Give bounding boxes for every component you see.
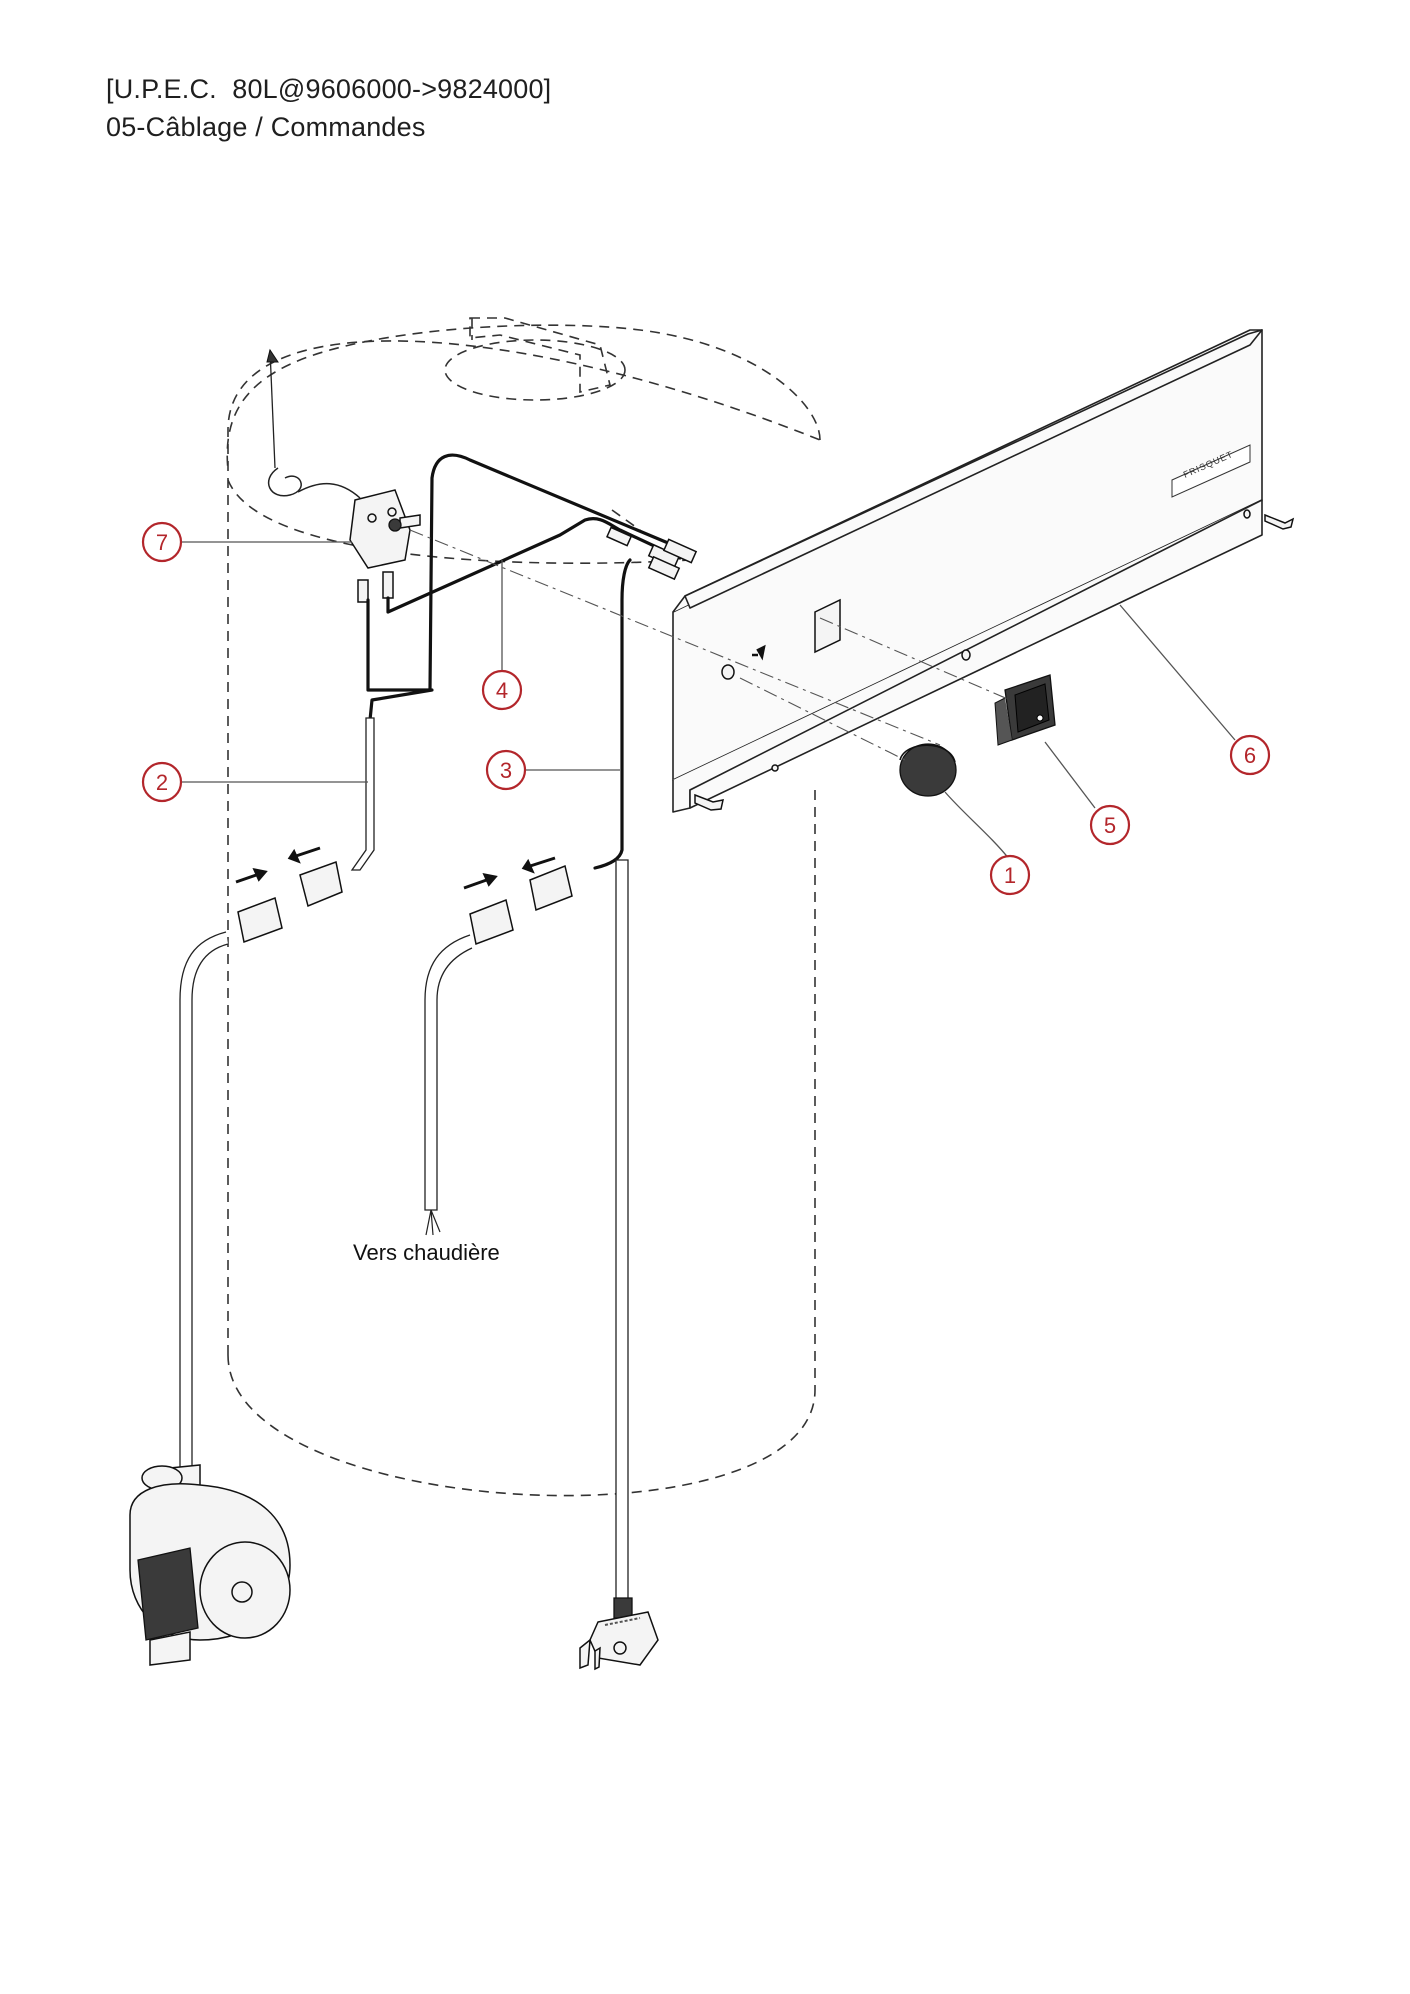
callout-7: 7 [141,521,183,563]
callout-5: 5 [1089,804,1131,846]
callout-3: 3 [485,749,527,791]
screws [694,513,1295,811]
svg-text:3: 3 [500,758,512,783]
svg-text:1: 1 [1004,863,1016,888]
brand-plate [1171,444,1251,498]
wiring-harness [366,453,698,722]
circulator-pump [129,1464,291,1666]
leader-lines [182,541,1236,861]
pump-cable [179,717,375,1471]
connector-female-3 [529,864,573,912]
panel-hole-right [1243,509,1251,519]
arrow-left-icon [287,846,321,864]
arrow-right-icon [235,867,268,884]
pump-symbol-icon [752,644,766,661]
screw-right-icon [1264,513,1295,530]
screw-left-icon [694,793,724,811]
callout-1: 1 [989,854,1031,896]
panel-hole-left [721,664,735,680]
boiler-direction-label: Vers chaudière [353,1240,500,1265]
svg-text:2: 2 [156,770,168,795]
switch-cutout [814,598,841,654]
callout-4: 4 [481,669,523,711]
svg-text:5: 5 [1104,813,1116,838]
tank-outline [226,317,821,1497]
callout-6: 6 [1229,734,1271,776]
svg-text:6: 6 [1244,743,1256,768]
page-header: [U.P.E.C. 80L@9606000->9824000] 05-Câbla… [106,70,551,146]
thermostat-unit [266,348,421,603]
svg-text:7: 7 [156,530,168,555]
rocker-switch [994,674,1056,746]
power-plug [579,1597,659,1671]
connector-male-3 [469,898,514,946]
screw-small-icon [771,764,779,772]
panel-hole-mid [961,649,971,661]
section-title: 05-Câblage / Commandes [106,112,426,142]
arrow-right-icon-2 [463,872,498,890]
svg-text:4: 4 [496,678,508,703]
power-cable [615,859,629,1601]
arrow-left-icon-2 [521,856,556,874]
connector-female-2 [299,860,343,908]
boiler-cable [424,558,632,1601]
connector-male-2 [237,896,283,944]
callout-2: 2 [141,761,183,803]
alignment-lines [409,529,1011,761]
thermostat-knob [899,743,957,797]
model-reference: [U.P.E.C. 80L@9606000->9824000] [106,74,552,104]
control-panel: FRISQUET [672,329,1263,813]
